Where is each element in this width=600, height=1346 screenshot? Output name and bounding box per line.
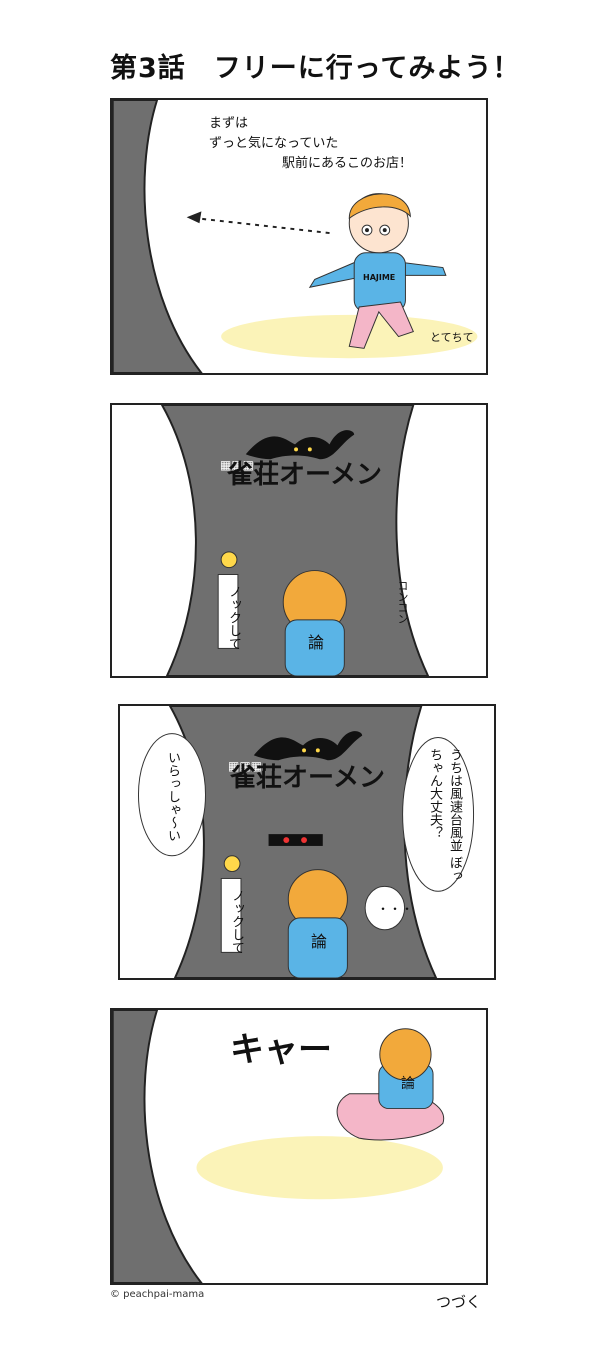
panel-4: キャー 論 (110, 1008, 488, 1285)
sfx-knock: コンコン (396, 580, 409, 624)
panel-1-art (112, 100, 478, 373)
to-be-continued: つづく (436, 1293, 482, 1311)
panel-4-art (112, 1010, 445, 1283)
page-title: 第3話 フリーに行ってみよう！ (110, 53, 521, 84)
silence-bubble: ・・・ (377, 902, 414, 916)
panel-3: ▦▦▦ 雀荘オーメン いらっしゃ〜い うちは風速台風並 ぼっちゃん大丈夫？ ・・… (118, 704, 496, 980)
panel-1: まずは ずっと気になっていた 駅前にあるこのお店！ HAJIME とてちて (110, 98, 488, 375)
narration-line-2: ずっと気になっていた (209, 136, 339, 151)
panel-2-art (160, 405, 430, 676)
panel-3-art (137, 706, 475, 978)
scream-text: キャー (230, 1030, 332, 1070)
door-note: ノックして (226, 585, 241, 650)
shirt-label: HAJIME (363, 273, 396, 282)
voice-bubble-right: うちは風速台風並 ぼっちゃん大丈夫？ (427, 748, 462, 883)
narration-line-3: 駅前にあるこのお店！ (282, 156, 413, 171)
mahjong-tiles-icon: ▦▦▦ (228, 759, 263, 773)
back-text: 論 (311, 932, 328, 951)
back-text: 論 (401, 1076, 415, 1092)
voice-bubble-left: いらっしゃ〜い (165, 751, 180, 842)
back-text: 論 (308, 633, 325, 652)
mahjong-tiles-icon: ▦▦▦ (220, 458, 255, 472)
sfx-footsteps: とてちて (430, 331, 474, 344)
panel-2: ▦▦▦ 雀荘オーメン ノックして コンコン 論 (110, 403, 488, 678)
shop-sign: 雀荘オーメン (227, 460, 382, 490)
shop-sign: 雀荘オーメン (230, 763, 385, 793)
narration-line-1: まずは (209, 116, 249, 131)
copyright: © peachpai-mama (110, 1289, 205, 1300)
door-note: ノックして (229, 889, 244, 954)
